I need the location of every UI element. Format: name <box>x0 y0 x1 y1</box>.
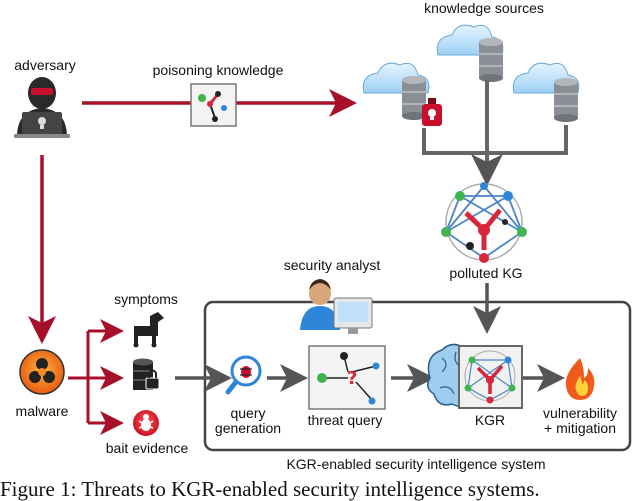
trojan-horse-icon <box>133 312 164 348</box>
threat-query-label: threat query <box>307 412 383 428</box>
bug-icon <box>133 410 159 436</box>
bait-evidence-label: bait evidence <box>105 440 189 456</box>
polluted-kg-label: polluted KG <box>449 265 523 281</box>
poisoning-knowledge-label: poisoning knowledge <box>152 62 284 78</box>
poison-bottle-icon <box>422 98 442 126</box>
kgr-icon <box>458 345 523 409</box>
cloud-database-icon <box>436 24 504 82</box>
kgr-label: KGR <box>474 412 506 428</box>
threat-query-icon: ? <box>308 345 386 410</box>
magnifier-bug-icon <box>225 355 262 395</box>
malware-branches <box>68 319 124 435</box>
polluted-kg-icon <box>441 182 527 263</box>
adversary-label: adversary <box>14 57 76 73</box>
vulnerability-label-line1: vulnerability <box>543 405 617 421</box>
biohazard-icon <box>19 349 65 395</box>
query-generation-label-line1: query <box>230 405 266 421</box>
sources-merge-connector <box>422 80 568 186</box>
knowledge-sources-label: knowledge sources <box>424 0 544 16</box>
symptoms-label: symptoms <box>114 291 178 307</box>
fire-icon <box>565 358 595 400</box>
figure-caption: Figure 1: Threats to KGR-enabled securit… <box>0 477 540 501</box>
vulnerability-label-line2: + mitigation <box>544 420 616 436</box>
malware-label: malware <box>15 403 69 419</box>
svg-text:?: ? <box>347 368 357 389</box>
query-generation-label-line2: generation <box>214 420 282 436</box>
locked-database-icon <box>133 358 160 390</box>
analyst-computer-icon <box>300 279 373 334</box>
system-name-label: KGR-enabled security intelligence system <box>286 456 546 472</box>
cloud-database-icon <box>512 62 580 122</box>
cloud-database-icon <box>362 62 430 120</box>
poisoning-knowledge-icon <box>190 83 237 127</box>
hacker-icon <box>14 77 70 138</box>
security-analyst-label: security analyst <box>283 257 381 273</box>
